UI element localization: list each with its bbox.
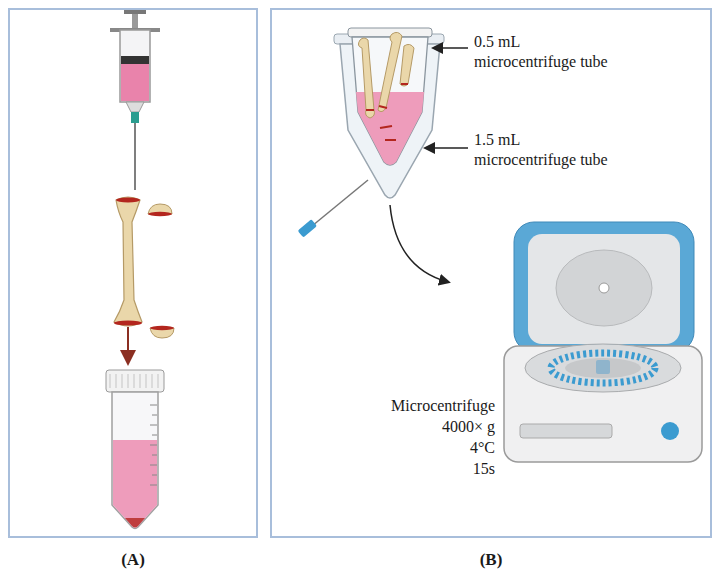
panel-frame: (A) [8,8,258,538]
setting-label: 15s [330,459,495,479]
leader-arrows [426,48,468,148]
setting-label: Microcentrifuge [330,396,495,416]
bone [114,197,174,362]
panel-label: (B) [272,550,710,570]
conical-tube [106,370,164,529]
part-label: 1.5 mL microcentrifuge tube [474,130,614,170]
setting-label: 4000× g [330,417,495,437]
centrifuge [504,222,702,462]
panel-frame: (B) [270,8,712,538]
panel-label: (A) [10,550,256,570]
setting-label: 4°C [330,438,495,458]
syringe [110,9,160,190]
nested-tubes [298,28,448,282]
part-label: 0.5 mL microcentrifuge tube [474,32,614,72]
